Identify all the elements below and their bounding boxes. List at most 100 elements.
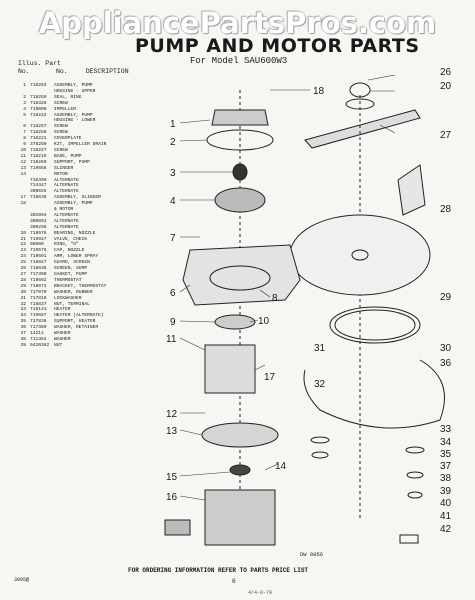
header-illus: Illus. Part — [18, 60, 61, 67]
parts-cell-no: 5 — [23, 112, 26, 118]
parts-cell-desc: HEATER — [54, 307, 71, 313]
parts-cell-desc: MOTOR — [54, 171, 68, 177]
parts-cell-part: 718222 — [30, 112, 47, 118]
part-slinger-assembly — [204, 344, 256, 394]
parts-cell-part: 718258 — [30, 130, 47, 136]
parts-cell-desc: SUPPORT, PUMP — [54, 159, 90, 165]
parts-cell-part: 9420362 — [30, 342, 50, 348]
parts-cell-no: 18 — [20, 201, 26, 207]
callout-36: 36 — [440, 358, 452, 369]
parts-cell-part: 14214 — [30, 331, 44, 337]
parts-cell-part: 718259 — [30, 94, 47, 100]
callout-8: 8 — [272, 293, 278, 304]
parts-cell-no: 25 — [20, 260, 26, 266]
parts-cell-part: 714447 — [30, 183, 47, 189]
part-motor-connector — [164, 519, 191, 536]
callout-7: 7 — [170, 233, 176, 244]
callout-40: 40 — [440, 498, 452, 509]
part-upper-housing — [211, 109, 269, 126]
parts-cell-no: 6 — [23, 124, 26, 130]
part-washer-38 — [406, 471, 424, 479]
parts-cell-no: 2 — [23, 94, 26, 100]
parts-cell-desc: SEAL, RING — [54, 94, 82, 100]
parts-cell-desc: GUARD, SCREEN — [54, 260, 90, 266]
parts-cell-desc: SCREW — [54, 124, 68, 130]
callout-27: 27 — [440, 130, 452, 141]
callout-41: 41 — [440, 511, 452, 522]
parts-cell-no: 11 — [20, 153, 26, 159]
parts-cell-desc: BEARING, NOZZLE — [54, 230, 96, 236]
parts-cell-no: 4 — [23, 106, 26, 112]
part-motor — [204, 489, 276, 546]
parts-cell-desc: & MOTOR — [54, 207, 74, 213]
callout-42: 42 — [440, 524, 452, 535]
parts-cell-no: 38 — [20, 336, 26, 342]
parts-cell-desc: ARM, LOWER SPRAY — [54, 254, 99, 260]
parts-cell-part: 718257 — [30, 124, 47, 130]
parts-list-row: & MOTOR — [12, 207, 172, 213]
parts-cell-no: 13 — [20, 165, 26, 171]
callout-31: 31 — [314, 343, 326, 354]
callout-30: 30 — [440, 343, 452, 354]
parts-cell-desc: SCREW — [54, 130, 68, 136]
parts-cell-part: 718636 — [30, 266, 47, 272]
parts-list-row: 2 718259 SEAL, RING — [12, 95, 172, 101]
callout-13: 13 — [166, 426, 178, 437]
parts-cell-no: 23 — [20, 248, 26, 254]
parts-cell-no: 34 — [20, 313, 26, 319]
parts-cell-part: 300891 — [30, 218, 47, 224]
part-washer-40 — [407, 491, 423, 499]
parts-cell-no: 33 — [20, 307, 26, 313]
part-washer-35 — [311, 451, 329, 459]
callout-6: 6 — [170, 288, 176, 299]
parts-list-row: 6 718257 SCREW — [12, 124, 172, 130]
parts-cell-desc: SCREW — [54, 147, 68, 153]
part-nozzle-cap — [349, 82, 371, 98]
page-subtitle: For Model SAU600W3 — [190, 56, 288, 66]
part-sump-screen — [289, 214, 431, 296]
page-number: 6 — [232, 578, 236, 585]
callout-26: 26 — [440, 67, 452, 78]
parts-cell-desc: GASKET, PUMP — [54, 272, 88, 277]
callout-35: 35 — [440, 449, 452, 460]
parts-cell-desc: SLINGER — [54, 165, 74, 171]
parts-cell-desc: KIT, IMPELLER DRAIN — [54, 142, 107, 148]
callout-28: 28 — [440, 204, 452, 215]
callout-12: 12 — [166, 409, 178, 420]
parts-cell-no: 8 — [23, 136, 26, 142]
parts-cell-part: 718827 — [30, 260, 47, 266]
callout-2: 2 — [170, 137, 176, 148]
parts-cell-desc: WASHER, RUBBER — [54, 289, 93, 295]
parts-cell-part: 98080 — [30, 242, 44, 248]
callout-33: 33 — [440, 424, 452, 435]
date-note: 4/4-8-79 — [248, 590, 273, 596]
parts-list-row: 13 719658 SLINGER — [12, 166, 172, 172]
parts-cell-no: 20 — [20, 230, 26, 236]
callout-17: 17 — [264, 372, 276, 383]
watermark-text: AppliancePartsPros.com — [38, 6, 437, 40]
part-gasket — [329, 306, 421, 344]
callout-3: 3 — [170, 168, 176, 179]
parts-cell-desc: VALVE, CHECK — [54, 236, 88, 242]
parts-cell-no: 3 — [23, 100, 26, 106]
parts-cell-desc: ASSEMBLY, PUMP — [54, 83, 93, 88]
parts-cell-part: 716141 — [30, 307, 47, 313]
parts-cell-part: 717389 — [30, 325, 47, 331]
parts-cell-part: 302894 — [30, 212, 47, 218]
parts-cell-no: 30 — [20, 289, 26, 295]
parts-cell-part: 719000 — [30, 106, 47, 112]
parts-cell-part: 719658 — [30, 165, 47, 171]
part-coverplate — [209, 265, 271, 291]
parts-cell-desc: NUT, TERMINAL — [54, 301, 90, 307]
